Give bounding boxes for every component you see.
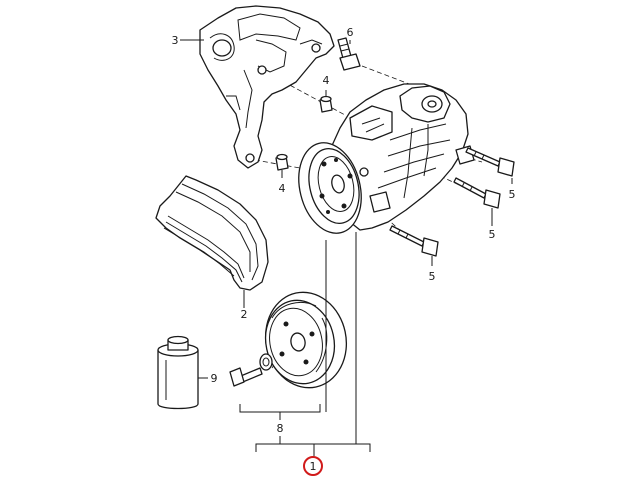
bolt-6 <box>337 37 361 71</box>
callout-3: 3 <box>172 34 179 47</box>
ac-compressor <box>329 83 475 231</box>
bolt-5-middle <box>453 177 501 209</box>
callout-4-upper: 4 <box>323 74 330 87</box>
cylinder-part <box>157 335 199 410</box>
sleeve-upper <box>319 95 333 113</box>
callout-5-upper: 5 <box>509 188 516 201</box>
callout-6: 6 <box>347 26 354 39</box>
mounting-bracket <box>199 5 335 169</box>
callout-4-lower: 4 <box>279 182 286 195</box>
drive-belt <box>155 175 269 291</box>
sleeve-lower <box>275 153 289 171</box>
callout-5-lower: 5 <box>429 270 436 283</box>
callout-2: 2 <box>241 308 248 321</box>
callout-8: 8 <box>277 422 284 435</box>
callout-9: 9 <box>211 372 218 385</box>
callout-1: 1 <box>310 460 317 473</box>
pulley-washer <box>259 353 273 371</box>
bolt-5-upper <box>465 147 515 177</box>
callout-5-middle: 5 <box>489 228 496 241</box>
callout-1-highlight <box>303 456 323 476</box>
belt-pulley <box>264 291 348 389</box>
compressor-clutch-plate <box>298 142 362 234</box>
pulley-bolt <box>229 367 263 387</box>
bolt-5-lower <box>389 225 439 257</box>
leader-lines <box>180 39 513 456</box>
